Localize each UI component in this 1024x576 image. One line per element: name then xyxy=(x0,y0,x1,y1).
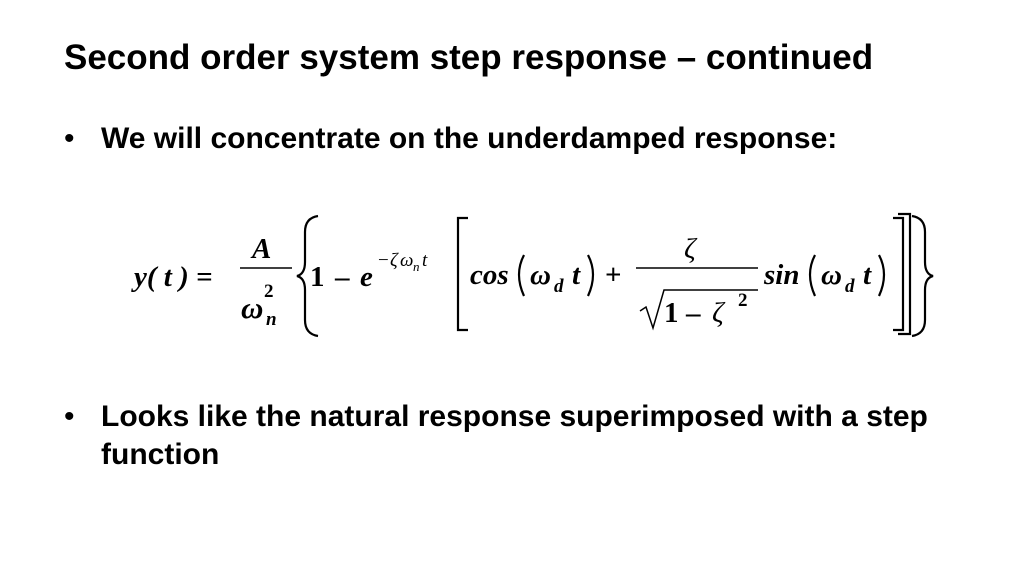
bullet-marker: • xyxy=(64,400,75,433)
exp-minus: − xyxy=(378,250,389,271)
cos-subscript: d xyxy=(554,276,564,297)
equation-lhs: y( t ) = xyxy=(131,261,213,293)
exp-subscript: n xyxy=(413,259,420,274)
fraction-omega: ω xyxy=(241,290,263,325)
term-minus: – xyxy=(334,261,350,293)
slide-title: Second order system step response – cont… xyxy=(64,38,874,77)
left-bracket xyxy=(456,216,468,332)
sqrt-one: 1 xyxy=(664,297,679,329)
exp-t: t xyxy=(422,250,428,271)
bullet-text-natural-response: Looks like the natural response superimp… xyxy=(101,400,928,471)
plus-sign: + xyxy=(605,259,622,291)
sin-t: t xyxy=(863,259,872,291)
sqrt-superscript: 2 xyxy=(738,290,748,311)
cos-close-paren xyxy=(586,254,595,297)
cos-omega: ω xyxy=(530,259,551,291)
sin-label: sin xyxy=(763,259,799,291)
exp-base: e xyxy=(360,261,373,293)
sin-close-paren xyxy=(877,254,886,297)
right-brace xyxy=(911,214,934,338)
sin-omega: ω xyxy=(821,259,842,291)
right-bracket-outer xyxy=(898,212,912,336)
bullet-marker: • xyxy=(64,122,75,155)
term-one: 1 xyxy=(310,261,325,293)
sqrt-minus: – xyxy=(685,297,701,329)
bullet-item: • Looks like the natural response superi… xyxy=(64,398,944,474)
right-bracket-inner xyxy=(893,216,905,332)
sqrt-zeta: ζ xyxy=(712,297,726,329)
sin-subscript: d xyxy=(845,276,855,297)
zeta-numerator: ζ xyxy=(684,233,698,265)
bullet-item: • We will concentrate on the underdamped… xyxy=(64,120,944,158)
fraction-superscript: 2 xyxy=(264,281,274,302)
fraction-numerator: A xyxy=(250,233,271,265)
cos-open-paren xyxy=(517,254,526,297)
bullet-text-underdamped: We will concentrate on the underdamped r… xyxy=(101,122,838,155)
sin-open-paren xyxy=(808,254,817,297)
left-brace xyxy=(296,214,319,338)
fraction-subscript: n xyxy=(266,309,277,330)
sqrt-sign xyxy=(639,289,758,331)
exp-omega: ω xyxy=(400,250,413,271)
cos-label: cos xyxy=(470,259,509,291)
exp-zeta: ζ xyxy=(390,250,399,271)
cos-t: t xyxy=(572,259,581,291)
